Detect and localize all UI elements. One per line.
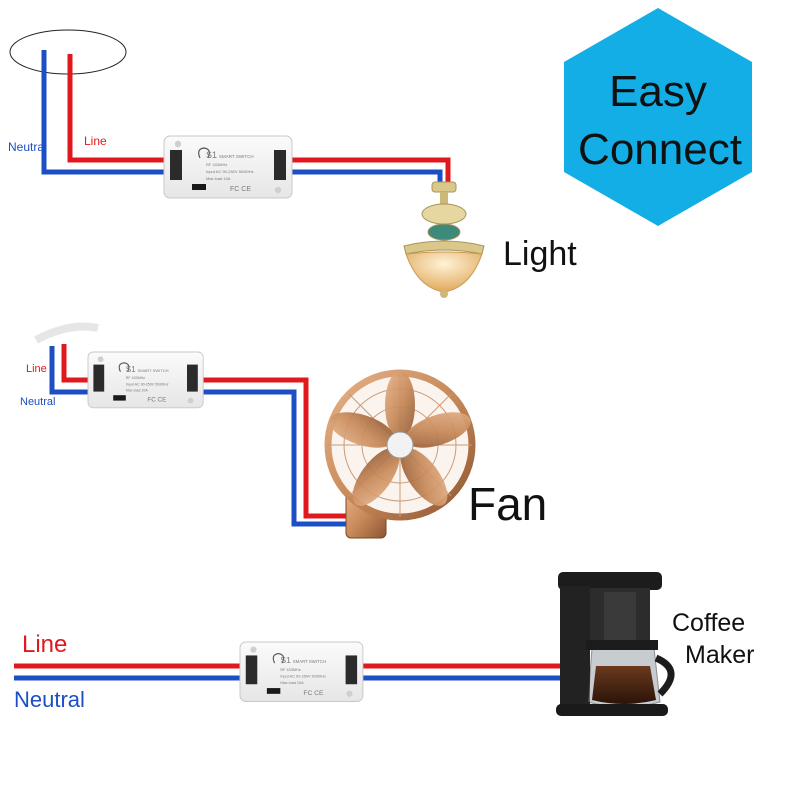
svg-text:Input AC 90-250V 50/60Hz: Input AC 90-250V 50/60Hz (206, 169, 254, 174)
smart-switch-module: S1 SMART SWITCH RF 433MHz Input AC 90-25… (239, 641, 364, 703)
smart-switch-module: S1 SMART SWITCH RF 433MHz Input AC 90-25… (163, 135, 293, 199)
device-label-coffee-1: Coffee (672, 609, 745, 637)
line-wire (67, 54, 170, 163)
coffee-maker-icon (556, 572, 675, 716)
svg-text:S1: S1 (206, 150, 217, 160)
line-wire-out (200, 377, 354, 519)
line-wire-out (284, 157, 451, 184)
neutral-label: Neutral (8, 140, 47, 154)
svg-text:SMART SWITCH: SMART SWITCH (293, 659, 326, 664)
line-label: Line (22, 631, 67, 658)
device-label-light: Light (503, 235, 577, 273)
svg-text:RF 433MHz: RF 433MHz (280, 668, 301, 672)
svg-text:S1: S1 (280, 655, 291, 665)
diagram-3-coffee-maker: Line Neutral S1 SMART SWITCH RF 433MHz I… (14, 572, 754, 716)
svg-text:Max load 10A: Max load 10A (280, 681, 304, 685)
neutral-wire (41, 50, 170, 175)
easy-connect-badge: Easy Connect (564, 8, 752, 226)
svg-text:Input AC 90-250V 50/60Hz: Input AC 90-250V 50/60Hz (280, 675, 326, 679)
svg-text:SMART SWITCH: SMART SWITCH (219, 154, 254, 159)
neutral-label: Neutral (20, 396, 55, 408)
svg-text:RF 433MHz: RF 433MHz (126, 376, 145, 380)
device-label-fan: Fan (468, 478, 547, 530)
neutral-label: Neutral (14, 687, 85, 712)
svg-text:Input AC 90-250V 50/60Hz: Input AC 90-250V 50/60Hz (126, 382, 169, 386)
svg-text:FC CE: FC CE (303, 690, 324, 697)
device-label-coffee-2: Maker (685, 641, 754, 669)
wall-fan-icon (324, 369, 476, 539)
neutral-wire-out (284, 169, 443, 184)
svg-text:Max load 10A: Max load 10A (126, 389, 149, 393)
svg-text:RF 433MHz: RF 433MHz (206, 162, 227, 167)
smart-switch-module: S1 SMART SWITCH RF 433MHz Input AC 90-25… (87, 351, 204, 409)
line-label: Line (26, 363, 47, 375)
badge-line-1: Easy (609, 67, 707, 116)
neutral-wire (49, 346, 94, 395)
line-wire (61, 344, 94, 383)
svg-text:FC CE: FC CE (230, 186, 251, 193)
svg-text:SMART SWITCH: SMART SWITCH (138, 368, 169, 373)
line-label: Line (84, 134, 107, 148)
diagram-2-fan: Line Neutral S1 SMART SWITCH RF 433MHz I… (20, 322, 547, 539)
neutral-wire-out (200, 389, 354, 527)
diagram-1-light: Neutral Line S1 SMART SWITCH RF 433MHz I… (8, 29, 577, 298)
badge-line-2: Connect (578, 125, 742, 174)
svg-text:S1: S1 (126, 365, 136, 374)
ceiling-light-icon (403, 181, 485, 298)
svg-text:Max load 10A: Max load 10A (206, 176, 231, 181)
svg-text:FC CE: FC CE (147, 397, 166, 404)
wall-outlet (34, 322, 99, 344)
